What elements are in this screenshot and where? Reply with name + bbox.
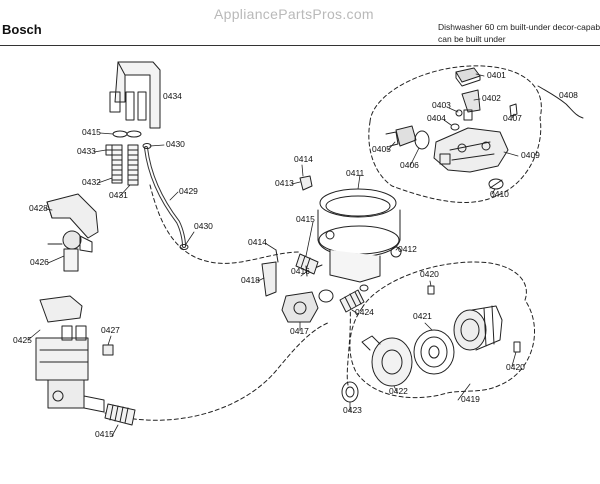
description-line-2: can be built under: [438, 34, 506, 44]
part-label-p0433: 0433: [77, 146, 96, 156]
part-0426-sensor: [47, 230, 93, 272]
part-label-p0415b: 0415: [296, 214, 315, 224]
part-label-p0412: 0412: [398, 244, 417, 254]
part-0415-sleeve-sump: [295, 253, 319, 275]
part-0410-clamp: [488, 178, 504, 190]
leader-lines: [27, 73, 519, 437]
part-0423-seal: [341, 381, 359, 403]
part-0408-wire: [537, 85, 584, 119]
sump-to-pump-route: [346, 304, 351, 386]
part-label-p0419: 0419: [461, 394, 480, 404]
part-label-p0420a: 0420: [420, 269, 439, 279]
model-description: Dishwasher 60 cm built-under decor-capab…: [438, 21, 600, 45]
part-label-p0415c: 0415: [95, 429, 114, 439]
part-label-p0417: 0417: [290, 326, 309, 336]
part-label-p0411: 0411: [346, 168, 365, 178]
part-0421-impeller: [413, 329, 455, 375]
part-label-p0430a: 0430: [166, 139, 185, 149]
part-0415-sleeve-lower: [104, 403, 136, 426]
part-0411-filter-ring: [319, 188, 397, 218]
part-label-p0432: 0432: [82, 177, 101, 187]
part-label-p0408: 0408: [559, 90, 578, 100]
part-label-p0405: 0405: [372, 144, 391, 154]
part-0402-valve: [461, 89, 481, 121]
part-0428-cover: [46, 193, 99, 239]
part-0425-housing: [35, 295, 105, 413]
part-label-p0406: 0406: [400, 160, 419, 170]
part-label-p0429: 0429: [179, 186, 198, 196]
part-label-p0428: 0428: [29, 203, 48, 213]
part-label-p0426: 0426: [30, 257, 49, 267]
part-0415-seal-top: [112, 130, 128, 138]
part-0431-hose: [127, 144, 139, 186]
part-0401-cap: [455, 67, 481, 87]
part-label-p0425: 0425: [13, 335, 32, 345]
watermark: AppliancePartsPros.com: [214, 6, 374, 22]
part-0424-connector: [318, 284, 369, 313]
part-label-p0424: 0424: [355, 307, 374, 317]
part-0422-pump-volute: [361, 335, 413, 387]
part-0407-clip: [509, 103, 518, 117]
part-label-p0422: 0422: [389, 386, 408, 396]
part-0427-clip: [102, 344, 114, 356]
part-0419-pump-motor: [453, 305, 503, 351]
lower-hose-route: [104, 321, 331, 421]
part-label-p0434: 0434: [163, 91, 182, 101]
part-0420-clip-b: [513, 341, 521, 353]
part-0434-bracket: [109, 61, 161, 129]
part-label-p0418: 0418: [241, 275, 260, 285]
part-label-p0402: 0402: [482, 93, 501, 103]
description-line-1: Dishwasher 60 cm built-under decor-capab: [438, 22, 600, 32]
part-label-p0413: 0413: [275, 178, 294, 188]
part-label-p0414a: 0414: [294, 154, 313, 164]
part-label-p0420b: 0420: [506, 362, 525, 372]
part-label-p0409: 0409: [521, 150, 540, 160]
part-0432-hose: [111, 144, 123, 184]
part-label-p0404: 0404: [427, 113, 446, 123]
part-0405-inlet: [385, 125, 417, 147]
part-0406-gasket: [414, 130, 430, 150]
part-label-p0423: 0423: [343, 405, 362, 415]
part-label-p0430b: 0430: [194, 221, 213, 231]
drain-hose-route: [149, 184, 301, 264]
part-0415-seal-top-b: [126, 130, 142, 138]
valve-group-outline: [368, 65, 542, 203]
part-label-p0401: 0401: [487, 70, 506, 80]
part-label-p0414b: 0414: [248, 237, 267, 247]
part-0413-cap: [299, 175, 313, 191]
part-0414-screw: [275, 249, 279, 263]
part-label-p0421: 0421: [413, 311, 432, 321]
part-0412-sump: [309, 209, 402, 283]
part-label-p0415a: 0415: [82, 127, 101, 137]
part-label-p0431: 0431: [109, 190, 128, 200]
part-0429-tube: [142, 143, 189, 250]
part-0420-clip-a: [427, 285, 435, 295]
part-label-p0416: 0416: [291, 266, 310, 276]
part-labels: 0401 0402 0403 0404 0405 0406 0407 0408 0409 0410…: [13, 70, 578, 439]
header-rule: [0, 45, 600, 46]
part-0418-bracket: [261, 261, 277, 297]
part-0409-valve-body: [433, 127, 509, 173]
part-label-p0403: 0403: [432, 100, 451, 110]
part-label-p0410: 0410: [490, 189, 509, 199]
part-0417-motor: [281, 291, 319, 323]
part-label-p0427: 0427: [101, 325, 120, 335]
part-0416-screw: [305, 265, 308, 277]
part-label-p0407: 0407: [503, 113, 522, 123]
part-0403-seal: [455, 109, 463, 117]
brand-title: Bosch: [2, 22, 42, 37]
pump-group-outline: [349, 261, 535, 399]
part-0404-ring: [450, 123, 460, 131]
